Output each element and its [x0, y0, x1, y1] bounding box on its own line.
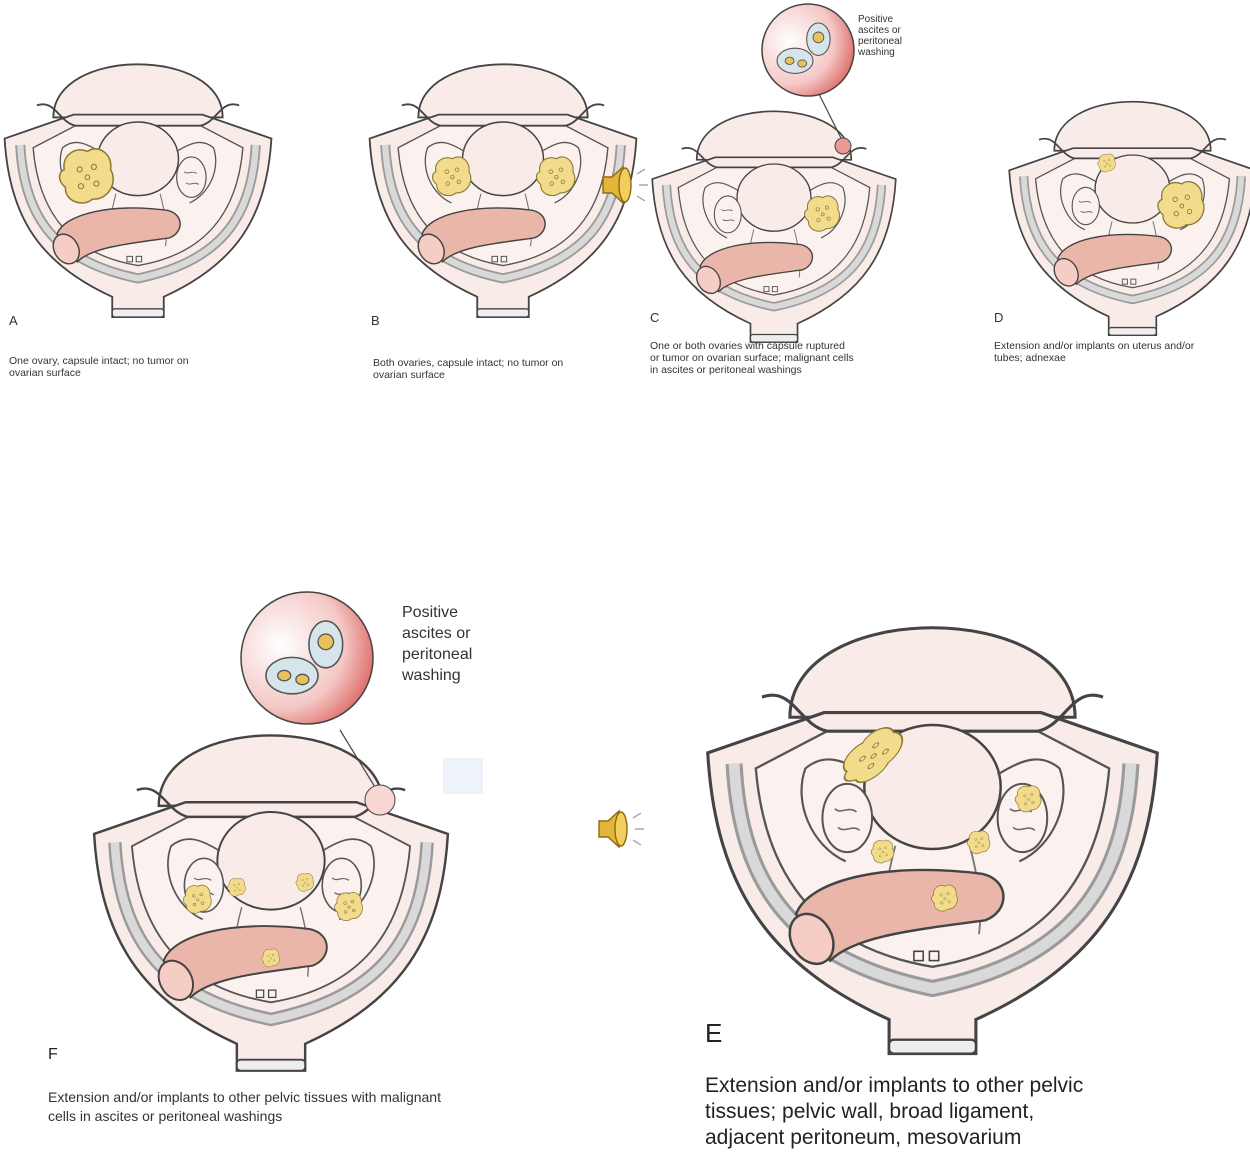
panel-b-caption: Both ovaries, capsule intact; no tumor o…: [373, 357, 563, 381]
panel-a-illustration: [5, 64, 272, 317]
panel-b-illustration: [370, 64, 637, 317]
panel-a-letter: A: [9, 313, 18, 328]
panel-e-letter: E: [705, 1018, 722, 1049]
speaker-icon[interactable]: [599, 811, 644, 847]
panel-c-callout-label: Positive ascites or peritoneal washing: [858, 14, 902, 58]
faint-marker: [443, 758, 483, 794]
panel-e-illustration: [708, 628, 1158, 1054]
panel-f-callout-label: Positive ascites or peritoneal washing: [402, 602, 472, 686]
panel-c-illustration: [652, 111, 896, 342]
panel-d-letter: D: [994, 310, 1003, 325]
panel-b-letter: B: [371, 313, 380, 328]
panel-a-caption: One ovary, capsule intact; no tumor on o…: [9, 355, 189, 379]
panel-d-caption: Extension and/or implants on uterus and/…: [994, 340, 1194, 364]
panel-e-caption: Extension and/or implants to other pelvi…: [705, 1073, 1083, 1151]
panel-c-caption: One or both ovaries with capsule rupture…: [650, 340, 854, 376]
panel-f-caption: Extension and/or implants to other pelvi…: [48, 1088, 441, 1126]
panel-f-letter: F: [48, 1046, 58, 1064]
panel-f-illustration: [94, 735, 448, 1070]
panel-d-illustration: [1009, 102, 1250, 336]
panel-c-letter: C: [650, 310, 659, 325]
